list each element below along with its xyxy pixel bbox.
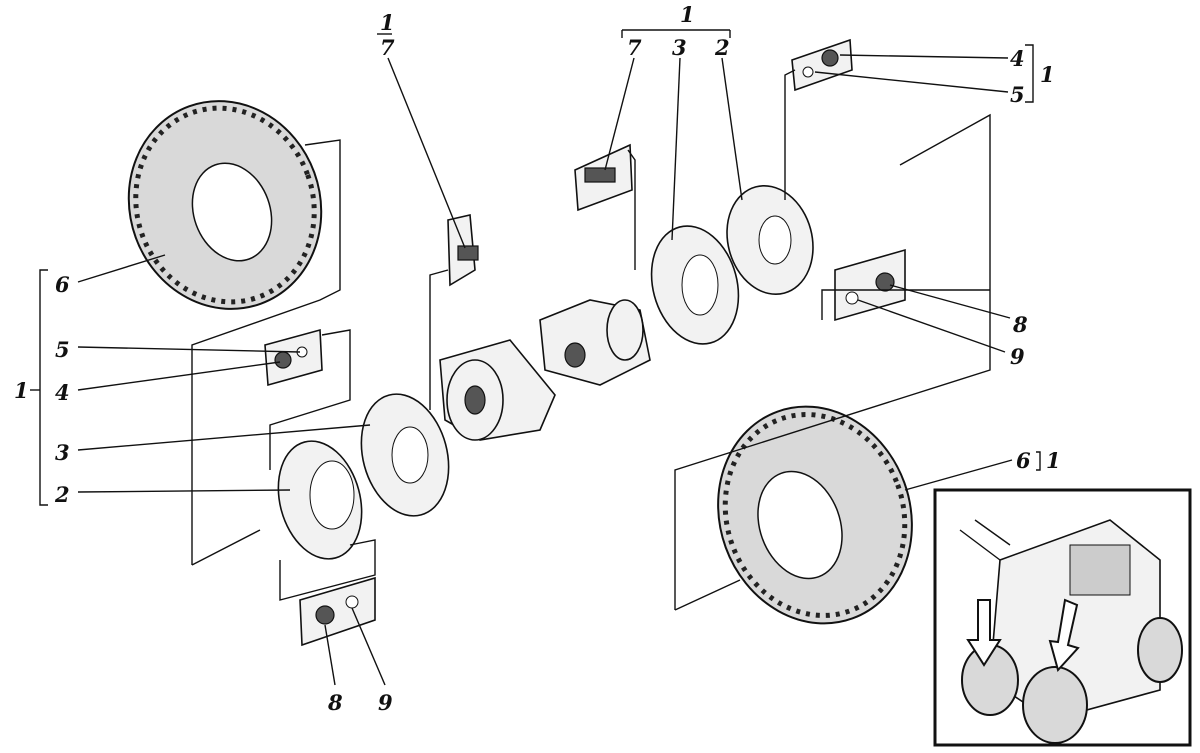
bolt-top-left (447, 214, 479, 287)
label-top-group: 1 (680, 2, 695, 27)
label-left-6: 6 (55, 272, 70, 297)
bolt-top-right (574, 143, 633, 212)
label-left-3: 3 (55, 440, 70, 465)
left-rim-disc (360, 393, 450, 517)
label-bottom-9: 9 (378, 690, 393, 715)
label-right-5: 5 (1010, 82, 1025, 107)
axle-housing (539, 299, 651, 386)
vehicle-location-inset (933, 488, 1192, 747)
label-left-group: 1 (14, 378, 29, 403)
arrow-icon (966, 599, 1002, 667)
label-right-4: 4 (1010, 46, 1025, 71)
arrow-icon (1048, 598, 1080, 673)
left-rim-inner (277, 440, 363, 560)
label-left-2: 2 (54, 482, 70, 507)
leader-lines (30, 29, 1041, 686)
label-right-8: 8 (1012, 312, 1028, 337)
nut-washer-left-mid (264, 328, 323, 387)
label-top-7: 7 (627, 35, 642, 60)
label-right-group-6: 1 (1046, 448, 1061, 473)
right-rim-inner (650, 225, 740, 345)
label-right-9: 9 (1010, 344, 1025, 369)
right-tire (717, 405, 913, 625)
label-left-4: 4 (55, 380, 70, 405)
label-top-3: 3 (672, 35, 687, 60)
label-top-fraction-denominator: 7 (380, 35, 395, 60)
nut-washer-right-mid (834, 248, 906, 322)
right-rim-disc (726, 184, 814, 296)
label-left-5: 5 (55, 337, 70, 362)
label-right-6: 6 (1016, 448, 1031, 473)
nut-washer-bottom (299, 576, 376, 647)
left-tire (127, 100, 323, 310)
assembly-lines (191, 69, 991, 611)
wheel-hub (439, 339, 556, 441)
label-bottom-8: 8 (327, 690, 343, 715)
label-top-2: 2 (714, 35, 730, 60)
label-right-group-45: 1 (1040, 62, 1055, 87)
label-top-fraction-numerator: 1 (380, 10, 395, 35)
nut-washer-right-top (791, 38, 853, 92)
